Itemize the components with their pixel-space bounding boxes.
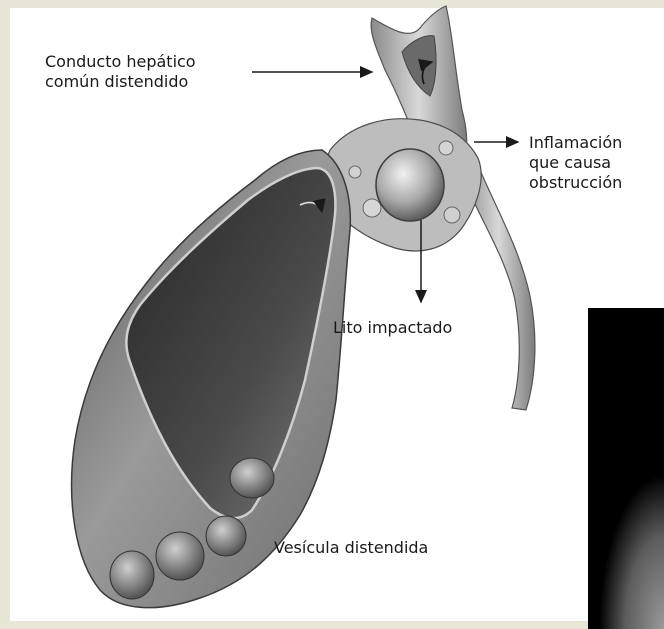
inflammation-label-line3: obstrucción bbox=[529, 173, 622, 193]
hepatic-duct-label-line1: Conducto hepático bbox=[45, 52, 196, 72]
gallstone bbox=[206, 516, 246, 556]
inflammation-label: Inflamación que causa obstrucción bbox=[529, 133, 622, 193]
impacted-stone-label: Lito impactado bbox=[333, 318, 452, 338]
gallstone bbox=[156, 532, 204, 580]
hepatic-duct-label: Conducto hepático común distendido bbox=[45, 52, 196, 92]
gallbladder-label: Vesícula distendida bbox=[274, 538, 428, 558]
ultrasound-inset-image bbox=[588, 308, 664, 629]
gallstone bbox=[230, 458, 274, 498]
inflammation-label-line2: que causa bbox=[529, 153, 622, 173]
gallstone bbox=[110, 551, 154, 599]
inflammation-label-line1: Inflamación bbox=[529, 133, 622, 153]
impacted-stone bbox=[376, 149, 444, 221]
hepatic-duct-label-line2: común distendido bbox=[45, 72, 196, 92]
